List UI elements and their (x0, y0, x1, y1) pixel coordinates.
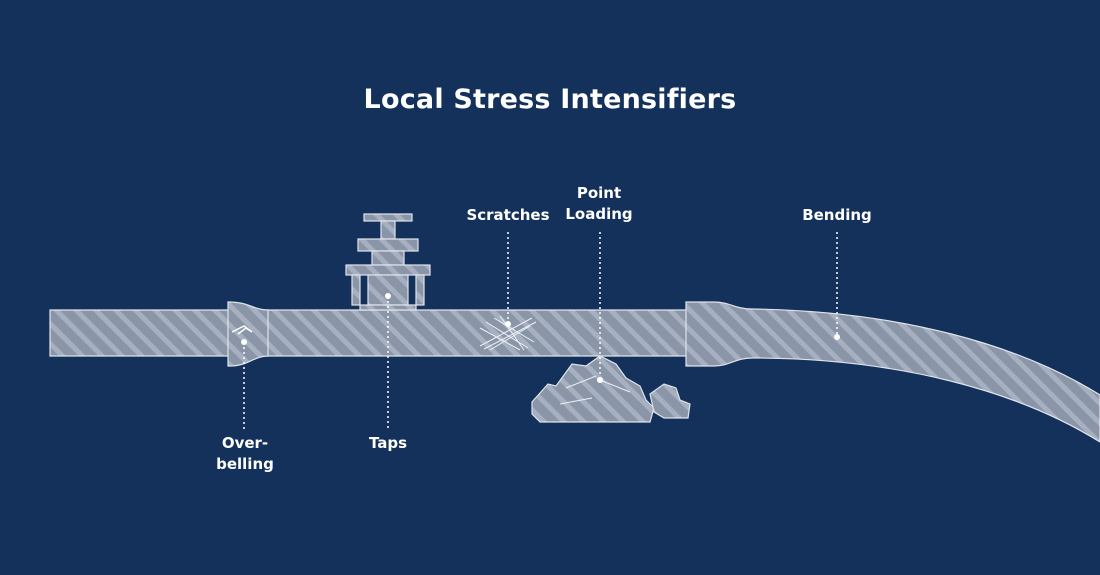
scratch-marks-icon (479, 315, 537, 351)
label-taps: Taps (368, 434, 408, 452)
pipe-straight (49, 309, 689, 357)
leader-dots (241, 293, 840, 383)
label-bending: Bending (802, 206, 872, 224)
pipe-bend (685, 301, 1100, 443)
rock-icon (531, 355, 691, 423)
valve-tap-icon (345, 213, 431, 311)
label-point-loading-line1: Point (576, 184, 622, 202)
diagram-title: Local Stress Intensifiers (363, 84, 737, 115)
label-scratches: Scratches (466, 206, 550, 224)
leader-lines (243, 232, 838, 430)
label-overbelling-line2: belling (216, 455, 274, 473)
label-point-loading: Point Loading (565, 183, 632, 225)
bell-joint-icon (227, 301, 269, 367)
label-point-loading-line2: Loading (565, 205, 633, 223)
label-overbelling-line1: Over- (221, 434, 269, 452)
label-overbelling: Over- belling (216, 433, 274, 475)
